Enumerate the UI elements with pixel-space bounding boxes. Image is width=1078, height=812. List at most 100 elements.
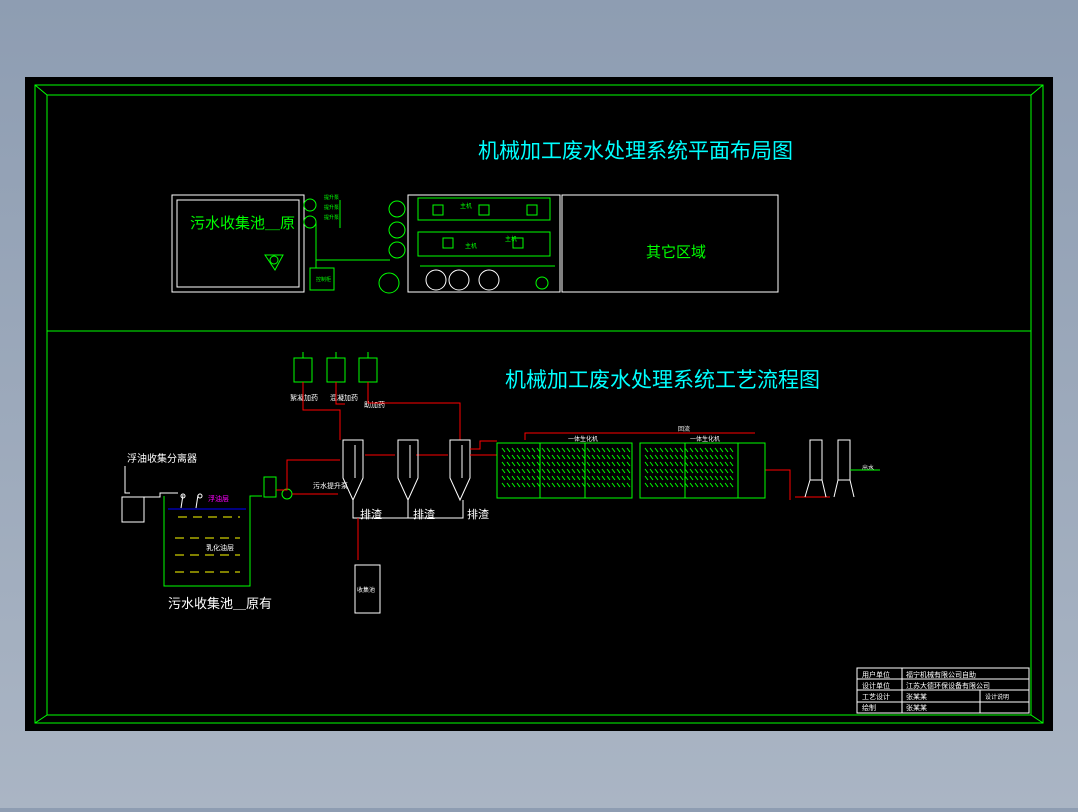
media-hatch <box>644 454 649 460</box>
media-hatch <box>654 461 659 467</box>
media-hatch <box>561 475 566 481</box>
media-hatch <box>561 461 566 467</box>
media-hatch <box>654 468 659 474</box>
media-hatch <box>729 447 734 453</box>
media-hatch <box>516 454 521 460</box>
frame-corner-bl <box>34 714 48 724</box>
bio-reactor-1 <box>496 442 633 499</box>
media-hatch <box>556 468 561 474</box>
bio-reactor-pipe <box>470 432 830 500</box>
media-hatch <box>659 482 664 488</box>
media-hatch <box>649 482 654 488</box>
media-hatch <box>664 454 669 460</box>
media-hatch <box>679 468 684 474</box>
other-area <box>561 194 779 293</box>
media-hatch <box>616 482 621 488</box>
tb-value-2: 张某某 <box>906 692 927 701</box>
sewage-pool-plan-label: 污水收集池＿原 <box>190 214 295 232</box>
tb-label-0: 用户单位 <box>862 670 890 679</box>
media-hatch <box>689 482 694 488</box>
media-hatch <box>506 468 511 474</box>
process-flow-title: 机械加工废水处理系统工艺流程图 <box>505 368 820 392</box>
media-hatch <box>576 454 581 460</box>
svg-text:控制柜: 控制柜 <box>316 276 331 283</box>
media-hatch <box>719 468 724 474</box>
media-hatch <box>501 454 506 460</box>
media-hatch <box>571 482 576 488</box>
media-hatch <box>709 454 714 460</box>
media-hatch <box>699 447 704 453</box>
media-hatch <box>576 475 581 481</box>
media-hatch <box>664 482 669 488</box>
dosing-label-2: 混凝加药 <box>330 393 358 402</box>
media-hatch <box>669 482 674 488</box>
media-hatch <box>571 454 576 460</box>
media-hatch <box>541 482 546 488</box>
media-hatch <box>591 447 596 453</box>
media-hatch <box>626 447 631 453</box>
media-hatch <box>506 461 511 467</box>
media-hatch <box>704 468 709 474</box>
media-hatch <box>679 461 684 467</box>
dosing-pipes <box>302 382 461 440</box>
plan-pumps <box>303 198 406 294</box>
dosing-label-3: 助加药 <box>364 400 385 409</box>
media-hatch <box>556 447 561 453</box>
media-hatch <box>571 468 576 474</box>
media-hatch <box>679 475 684 481</box>
media-hatch <box>729 468 734 474</box>
media-hatch <box>591 475 596 481</box>
media-hatch <box>606 468 611 474</box>
media-hatch <box>709 482 714 488</box>
media-hatch <box>626 482 631 488</box>
layout-plan-title: 机械加工废水处理系统平面布局图 <box>478 139 793 163</box>
media-hatch <box>576 482 581 488</box>
media-hatch <box>541 475 546 481</box>
frame-corner-tr <box>1030 84 1044 96</box>
media-hatch <box>511 447 516 453</box>
media-hatch <box>649 447 654 453</box>
media-hatch <box>659 475 664 481</box>
media-hatch <box>689 475 694 481</box>
media-hatch <box>531 461 536 467</box>
blower-label-1: 一体生化机 <box>568 435 598 443</box>
media-hatch <box>704 461 709 467</box>
media-hatch <box>501 475 506 481</box>
media-hatch <box>501 482 506 488</box>
media-hatch <box>536 454 541 460</box>
media-hatch <box>531 475 536 481</box>
media-hatch <box>581 461 586 467</box>
media-hatch <box>511 468 516 474</box>
media-hatch <box>581 482 586 488</box>
media-hatch <box>611 461 616 467</box>
media-hatch <box>689 461 694 467</box>
media-hatch <box>521 447 526 453</box>
media-hatch <box>649 475 654 481</box>
media-hatch <box>616 447 621 453</box>
media-hatch <box>611 454 616 460</box>
media-hatch <box>571 461 576 467</box>
equipment-area-plan <box>407 194 561 293</box>
media-hatch <box>684 447 689 453</box>
media-hatch <box>506 482 511 488</box>
media-hatch <box>566 447 571 453</box>
media-hatch <box>546 468 551 474</box>
media-hatch <box>546 461 551 467</box>
media-hatch <box>704 454 709 460</box>
media-hatch <box>689 454 694 460</box>
media-hatch <box>551 461 556 467</box>
media-hatch <box>621 468 626 474</box>
media-hatch <box>704 482 709 488</box>
title-block <box>856 667 1030 714</box>
media-hatch <box>669 447 674 453</box>
media-hatch <box>669 454 674 460</box>
media-hatch <box>536 475 541 481</box>
frame-corner-tl <box>34 84 48 96</box>
media-hatch <box>541 468 546 474</box>
media-hatch <box>621 475 626 481</box>
outer-frame <box>34 84 1044 724</box>
media-hatch <box>649 461 654 467</box>
media-hatch <box>531 482 536 488</box>
media-hatch <box>684 468 689 474</box>
media-hatch <box>576 468 581 474</box>
